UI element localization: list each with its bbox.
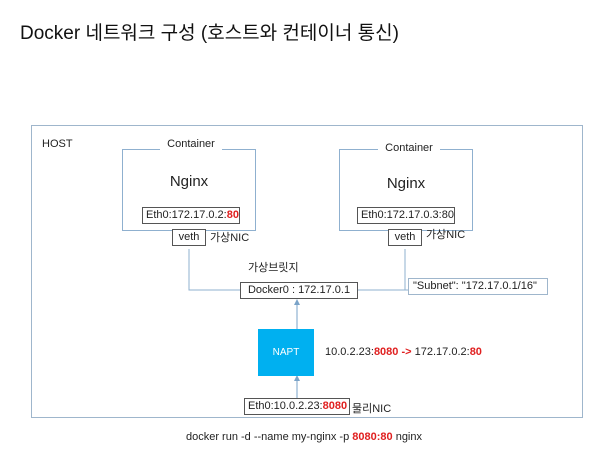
napt-rule-arrow: -> xyxy=(398,346,415,358)
container-1-eth0-text: Eth0:172.17.0.2: xyxy=(146,209,227,221)
physical-eth0-text: Eth0:10.0.2.23: xyxy=(248,400,323,412)
command-prefix: docker run -d --name my-nginx -p xyxy=(185,431,353,443)
physical-eth0-port: 8080 xyxy=(322,400,348,412)
napt-rule-dst-ip: 172.17.0.2: xyxy=(414,346,470,358)
napt-rule-src-ip: 10.0.2.23: xyxy=(325,346,374,358)
container-1-tab: Container xyxy=(160,137,222,151)
container-2-nic-label: 가상NIC xyxy=(426,229,466,241)
physical-nic-label: 물리NIC xyxy=(352,403,392,415)
host-label: HOST xyxy=(42,138,73,150)
container-1-nic-label: 가상NIC xyxy=(210,232,250,244)
command-suffix: nginx xyxy=(392,431,422,443)
bridge-label: 가상브릿지 xyxy=(248,262,299,274)
host-box xyxy=(31,125,583,418)
bridge-box: Docker0 : 172.17.0.1 xyxy=(240,282,358,299)
napt-rule-src-port: 8080 xyxy=(373,346,399,358)
line-veth1-bridge xyxy=(188,249,240,291)
page-title: Docker 네트워크 구성 (호스트와 컨테이너 통신) xyxy=(20,23,399,44)
container-2-app: Nginx xyxy=(386,175,426,192)
line-veth2-bridge xyxy=(358,249,406,291)
container-1-app: Nginx xyxy=(169,173,209,190)
physical-eth0: Eth0:10.0.2.23:8080 xyxy=(244,398,350,415)
container-1-eth0-port: 80 xyxy=(226,209,239,221)
napt-rule: 10.0.2.23:8080 -> 172.17.0.2:80 xyxy=(325,346,482,358)
napt-rule-dst-port: 80 xyxy=(469,346,482,358)
container-2-eth0-text: Eth0:172.17.0.3:80 xyxy=(361,209,454,221)
container-2-tab: Container xyxy=(378,141,440,155)
docker-command: docker run -d --name my-nginx -p 8080:80… xyxy=(0,431,608,443)
container-1-veth: veth xyxy=(172,229,206,246)
subnet-callout: "Subnet": "172.17.0.1/16" xyxy=(408,278,548,295)
container-2-veth: veth xyxy=(388,229,422,246)
napt-box: NAPT xyxy=(258,329,314,376)
command-ports: 8080:80 xyxy=(352,431,393,443)
container-2-eth0: Eth0:172.17.0.3:80 xyxy=(357,207,455,224)
container-1-eth0: Eth0:172.17.0.2:80 xyxy=(142,207,240,224)
